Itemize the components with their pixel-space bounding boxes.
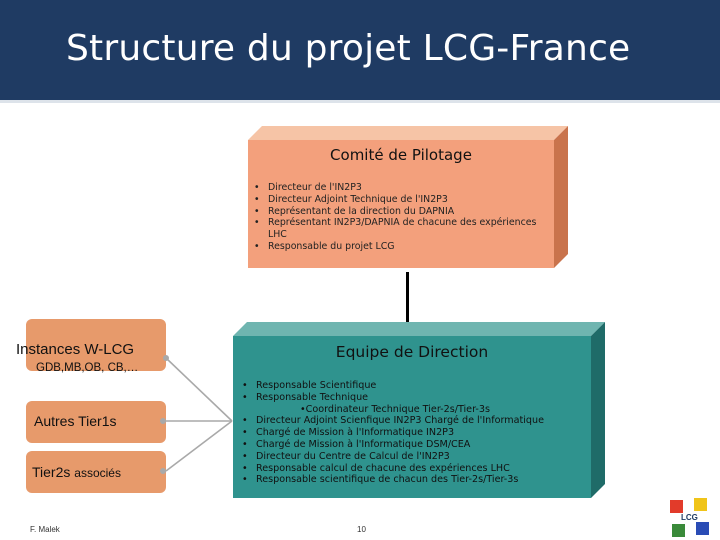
tier2s-associes-label: Tier2s associés xyxy=(32,464,121,480)
instances-link-line xyxy=(165,357,233,422)
equipe-box-side-face xyxy=(591,322,605,498)
equipe-member: Directeur du Centre de Calcul de l'IN2P3 xyxy=(242,451,588,463)
comite-member: Représentant de la direction du DAPNIA xyxy=(254,206,550,218)
page-number: 10 xyxy=(357,525,366,534)
logo-text: LCG xyxy=(680,513,699,522)
tier2s-label-main: Tier2s xyxy=(32,464,71,480)
equipe-member: Responsable Scientifique xyxy=(242,380,588,392)
equipe-member: Responsable calcul de chacune des expéri… xyxy=(242,463,588,475)
equipe-member: Responsable scientifique de chacun des T… xyxy=(242,474,588,486)
logo-square-red xyxy=(670,500,683,513)
logo-square-blue xyxy=(696,522,709,535)
comite-member: Directeur de l'IN2P3 xyxy=(254,182,550,194)
tier2-link-line xyxy=(165,420,233,472)
instances-wlcg-label: Instances W-LCG xyxy=(16,341,135,358)
autres-tier1s-label: Autres Tier1s xyxy=(34,413,117,429)
instances-wlcg-sublabel: GDB,MB,OB, CB,… xyxy=(36,362,139,374)
title-banner: Structure du projet LCG-France xyxy=(0,0,720,103)
equipe-member: Responsable Technique xyxy=(242,392,588,404)
equipe-box-front-face: Equipe de Direction Responsable Scientif… xyxy=(233,336,591,498)
equipe-member-list: Responsable Scientifique Responsable Tec… xyxy=(242,380,588,486)
equipe-member: Directeur Adjoint Scienfique IN2P3 Charg… xyxy=(242,415,588,427)
comite-member: Directeur Adjoint Technique de l'IN2P3 xyxy=(254,194,550,206)
equipe-title: Equipe de Direction xyxy=(335,343,489,361)
logo-square-yellow xyxy=(694,498,707,511)
logo-square-green xyxy=(672,524,685,537)
tier2s-associes-box xyxy=(26,451,166,493)
comite-title: Comité de Pilotage xyxy=(330,146,472,164)
equipe-box-top-face xyxy=(233,322,605,336)
footer-author: F. Malek xyxy=(30,525,60,534)
equipe-member-sub: •Coordinateur Technique Tier-2s/Tier-3s xyxy=(300,403,490,415)
instances-wlcg-box xyxy=(26,319,166,371)
lcg-logo: LCG xyxy=(666,498,714,538)
equipe-member: Chargé de Mission à l'Informatique DSM/C… xyxy=(242,439,588,451)
comite-box-top-face xyxy=(248,126,568,140)
comite-equipe-connector xyxy=(406,272,409,342)
equipe-member: Chargé de Mission à l'Informatique IN2P3 xyxy=(242,427,588,439)
comite-box-front-face: Comité de Pilotage Directeur de l'IN2P3 … xyxy=(248,140,554,268)
tier2s-label-small: associés xyxy=(74,466,121,480)
comite-member-list: Directeur de l'IN2P3 Directeur Adjoint T… xyxy=(254,182,550,253)
page-title: Structure du projet LCG-France xyxy=(66,28,631,69)
comite-box-side-face xyxy=(554,126,568,268)
comite-member: Responsable du projet LCG xyxy=(254,241,550,253)
comite-member: Représentant IN2P3/DAPNIA de chacune des… xyxy=(254,217,550,241)
autres-tier1s-box xyxy=(26,401,166,443)
